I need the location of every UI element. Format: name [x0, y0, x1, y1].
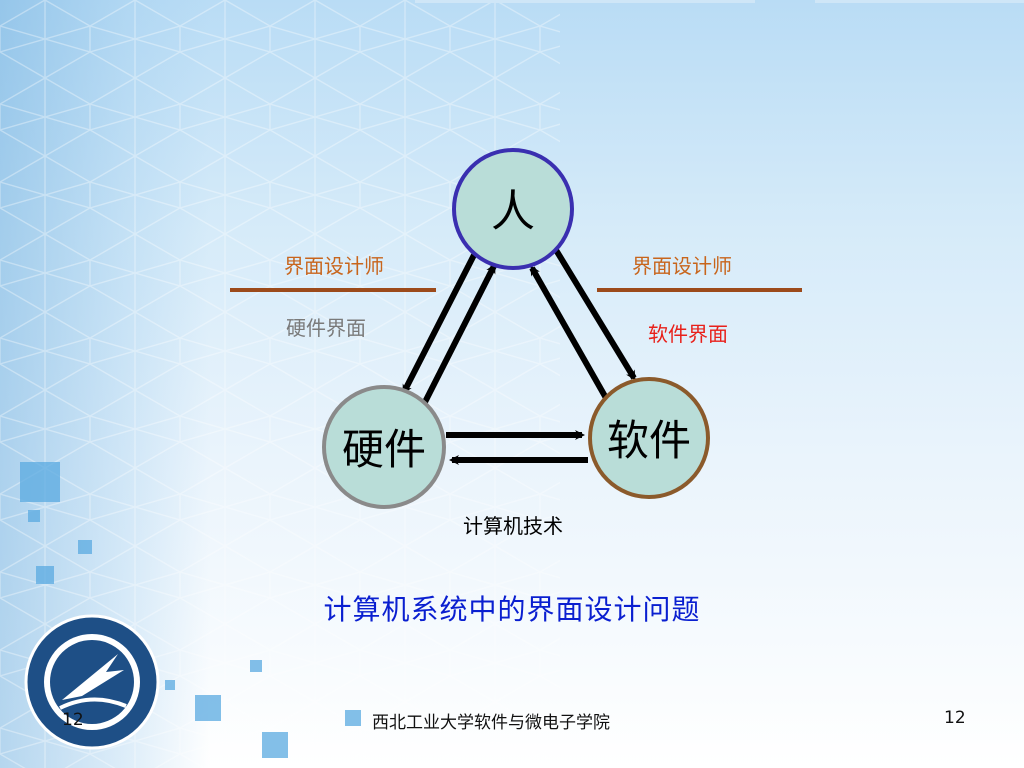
top-decoration-line-left	[415, 0, 755, 3]
slide-title: 计算机系统中的界面设计问题	[323, 593, 701, 626]
person-node-label: 人	[491, 186, 535, 237]
top-decoration-line-right	[815, 0, 1024, 3]
university-seal-icon	[24, 614, 160, 750]
arrow-person-to-software	[553, 248, 637, 381]
right-designer-label: 界面设计师	[632, 254, 732, 278]
computer-technology-label: 计算机技术	[463, 514, 563, 538]
software-node	[588, 377, 710, 499]
software-node-label: 软件	[607, 416, 691, 465]
decor-square	[195, 695, 221, 721]
footer-left-page-number: 12	[62, 710, 84, 730]
software-interface-label: 软件界面	[648, 322, 728, 346]
decor-square	[78, 540, 92, 554]
arrow-person-to-hardware	[401, 253, 477, 395]
person-node	[452, 148, 574, 270]
footer-institution: 西北工业大学软件与微电子学院	[372, 713, 610, 733]
arrow-hardware-to-person	[421, 263, 497, 406]
hardware-node	[322, 385, 446, 509]
footer-right-page-number: 12	[944, 708, 966, 728]
hardware-interface-label: 硬件界面	[286, 316, 366, 340]
decor-square	[262, 732, 288, 758]
decor-square	[345, 710, 361, 726]
decor-square	[36, 566, 54, 584]
arrow-software-to-person	[529, 265, 609, 400]
decor-square	[28, 510, 40, 522]
left-designer-label: 界面设计师	[284, 254, 384, 278]
decor-square	[250, 660, 262, 672]
hardware-node-label: 硬件	[342, 425, 426, 474]
decor-square	[165, 680, 175, 690]
decor-square	[20, 462, 60, 502]
